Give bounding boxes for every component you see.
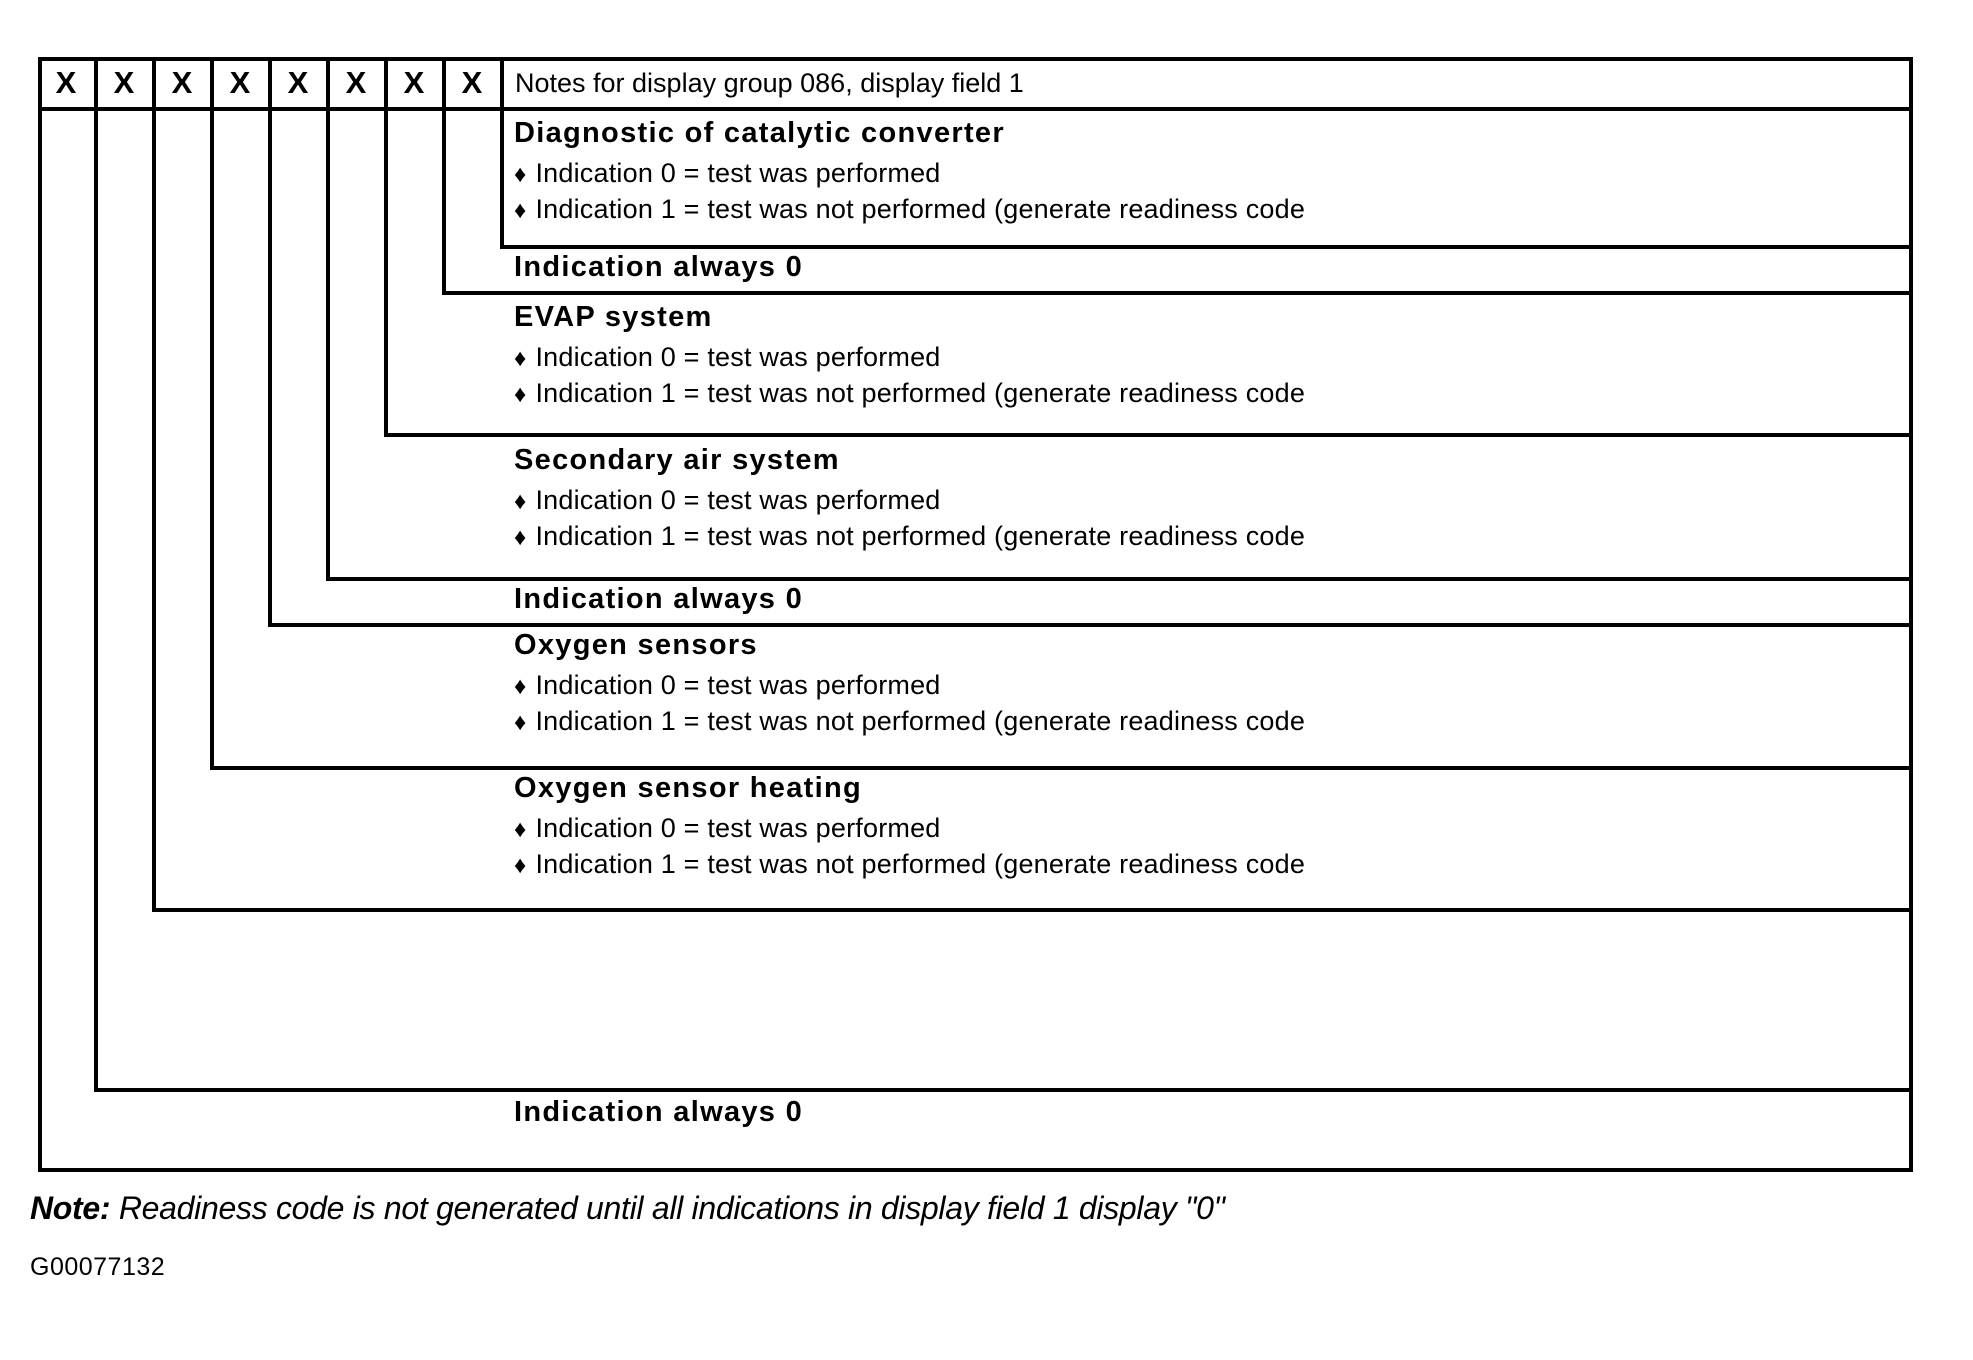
notes-header-label: Notes for display group 086, display fie… (515, 68, 1024, 98)
x-mark-cell-3: X (171, 65, 193, 100)
border-bottom (38, 1168, 1913, 1172)
leader-line-col6 (384, 107, 388, 437)
figure-code: G00077132 (30, 1253, 166, 1281)
block-always-zero-2: Indication always 0 (514, 583, 804, 615)
readiness-code-staircase-diagram: X X X X X X X X Notes for display group … (38, 57, 1913, 1172)
bullet-text: Indication 0 = test was performed (535, 342, 941, 372)
block-always-zero-3: Indication always 0 (514, 1096, 804, 1128)
x-mark-cell-5: X (287, 65, 309, 100)
diamond-bullet-icon: ♦ (514, 381, 527, 408)
leader-line-col5 (326, 107, 330, 581)
leader-line-col4 (268, 107, 272, 627)
row-separator-8 (94, 1088, 1909, 1092)
x-mark-cell-8: X (461, 65, 483, 100)
block-always-zero-1: Indication always 0 (514, 251, 804, 283)
row-separator-4 (326, 577, 1909, 581)
diamond-bullet-icon: ♦ (514, 524, 527, 551)
bullet-text: Indication 1 = test was not performed (g… (535, 521, 1306, 551)
block-bullet: ♦ Indication 0 = test was performed (514, 483, 1305, 519)
leader-line-col7 (442, 107, 446, 295)
header-divider-8 (500, 57, 504, 109)
row-separator-2 (442, 291, 1909, 295)
block-catalytic-converter: Diagnostic of catalytic converter ♦ Indic… (514, 115, 1305, 228)
block-bullet: ♦ Indication 1 = test was not performed (… (514, 376, 1305, 412)
block-bullet: ♦ Indication 1 = test was not performed (… (514, 192, 1305, 228)
leader-line-col2 (152, 107, 156, 912)
block-bullet: ♦ Indication 0 = test was performed (514, 340, 1305, 376)
block-bullet: ♦ Indication 0 = test was performed (514, 668, 1305, 704)
row-separator-7 (152, 908, 1909, 912)
header-divider-1 (94, 57, 98, 109)
leader-line-col8 (500, 107, 504, 249)
bullet-text: Indication 0 = test was performed (535, 670, 941, 700)
block-title: EVAP system (514, 301, 713, 333)
block-secondary-air-system: Secondary air system ♦ Indication 0 = tes… (514, 442, 1305, 555)
bullet-text: Indication 0 = test was performed (535, 485, 941, 515)
row-separator-6 (210, 766, 1909, 770)
bullet-text: Indication 1 = test was not performed (g… (535, 194, 1306, 224)
header-divider-5 (326, 57, 330, 109)
diamond-bullet-icon: ♦ (514, 345, 527, 372)
row-separator-5 (268, 623, 1909, 627)
header-divider-6 (384, 57, 388, 109)
diamond-bullet-icon: ♦ (514, 161, 527, 188)
block-oxygen-sensors: Oxygen sensors ♦ Indication 0 = test was … (514, 627, 1305, 740)
x-mark-cell-6: X (345, 65, 367, 100)
block-title: Oxygen sensors (514, 629, 758, 661)
block-bullet: ♦ Indication 1 = test was not performed (… (514, 847, 1305, 883)
x-mark-cell-7: X (403, 65, 425, 100)
border-top (38, 57, 1913, 61)
header-divider-7 (442, 57, 446, 109)
bullet-text: Indication 1 = test was not performed (g… (535, 849, 1306, 879)
diamond-bullet-icon: ♦ (514, 709, 527, 736)
leader-line-col1 (94, 107, 98, 1092)
border-right (1909, 57, 1913, 1172)
header-divider-3 (210, 57, 214, 109)
bullet-text: Indication 1 = test was not performed (g… (535, 706, 1306, 736)
header-divider-2 (152, 57, 156, 109)
bullet-text: Indication 0 = test was performed (535, 813, 941, 843)
diamond-bullet-icon: ♦ (514, 197, 527, 224)
bullet-text: Indication 0 = test was performed (535, 158, 941, 188)
x-mark-cell-1: X (55, 65, 77, 100)
x-mark-cell-2: X (113, 65, 135, 100)
block-bullet: ♦ Indication 0 = test was performed (514, 811, 1305, 847)
block-bullet: ♦ Indication 0 = test was performed (514, 156, 1305, 192)
block-title: Oxygen sensor heating (514, 772, 862, 804)
bullet-text: Indication 1 = test was not performed (g… (535, 378, 1306, 408)
row-separator-3 (384, 433, 1909, 437)
header-row-bottom (38, 107, 1913, 111)
header-divider-4 (268, 57, 272, 109)
figure-note-label: Note: (30, 1190, 111, 1226)
figure-note-text: Readiness code is not generated until al… (110, 1190, 1225, 1226)
block-bullet: ♦ Indication 1 = test was not performed (… (514, 704, 1305, 740)
border-left (38, 57, 42, 1172)
diamond-bullet-icon: ♦ (514, 852, 527, 879)
diamond-bullet-icon: ♦ (514, 673, 527, 700)
block-evap-system: EVAP system ♦ Indication 0 = test was per… (514, 299, 1305, 412)
diamond-bullet-icon: ♦ (514, 488, 527, 515)
block-title: Secondary air system (514, 444, 840, 476)
row-separator-1 (500, 245, 1909, 249)
block-bullet: ♦ Indication 1 = test was not performed (… (514, 519, 1305, 555)
block-title: Diagnostic of catalytic converter (514, 117, 1005, 149)
block-oxygen-sensor-heating: Oxygen sensor heating ♦ Indication 0 = te… (514, 770, 1305, 883)
x-mark-cell-4: X (229, 65, 251, 100)
figure-note: Note: Readiness code is not generated un… (30, 1190, 1225, 1227)
leader-line-col3 (210, 107, 214, 770)
diamond-bullet-icon: ♦ (514, 816, 527, 843)
